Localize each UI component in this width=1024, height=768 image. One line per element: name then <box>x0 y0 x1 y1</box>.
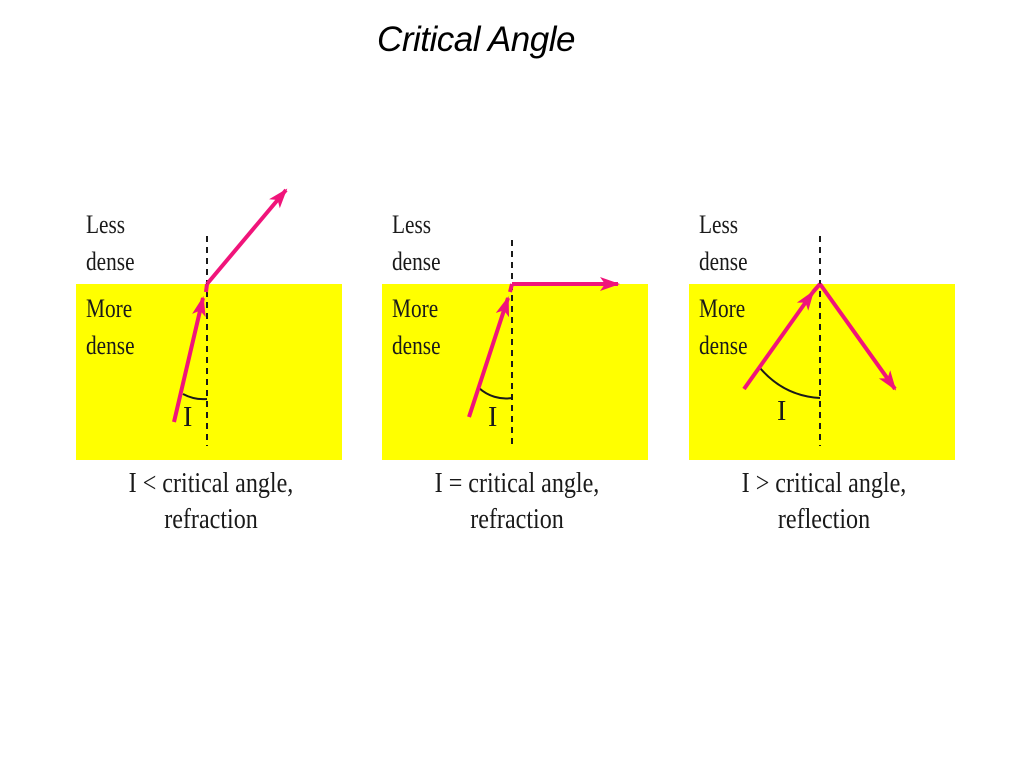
incident-ray-tip <box>508 283 514 293</box>
caption-line-1: I = critical angle, <box>434 468 600 499</box>
caption: I > critical angle, reflection <box>691 466 958 538</box>
more-dense-label: More dense <box>392 294 441 360</box>
incidence-angle-arc <box>478 387 513 400</box>
dense-medium <box>689 284 955 460</box>
caption-line-1: I > critical angle, <box>741 468 907 499</box>
caption: I = critical angle, refraction <box>384 466 651 538</box>
caption-line-2: refraction <box>470 504 564 535</box>
dense-medium <box>76 284 342 460</box>
total-internal-reflection-diagram <box>689 236 955 460</box>
angle-label: I <box>488 402 498 433</box>
incidence-angle-arc <box>759 367 821 399</box>
incident-ray <box>742 290 815 391</box>
less-dense-label: Less dense <box>392 210 441 276</box>
slide-title: Critical Angle <box>377 20 575 59</box>
incident-ray <box>467 296 510 418</box>
incidence-angle-arc <box>182 393 208 401</box>
angle-label: I <box>777 396 787 427</box>
diagram-panel-less-than-critical: Less dense More dense I I < critical ang… <box>76 188 346 540</box>
incident-ray <box>172 296 206 423</box>
less-dense-label: Less dense <box>699 210 748 276</box>
diagram-panel-greater-than-critical: Less dense More dense I I > critical ang… <box>689 200 959 540</box>
incident-ray-tip <box>204 283 209 293</box>
more-dense-label: More dense <box>699 294 748 360</box>
caption-line-1: I < critical angle, <box>128 468 294 499</box>
caption: I < critical angle, refraction <box>78 466 345 538</box>
less-dense-label: Less dense <box>86 210 135 276</box>
diagram-panel-equal-critical: Less dense More dense I I = critical ang… <box>382 200 652 540</box>
caption-line-2: reflection <box>777 504 871 535</box>
reflected-ray <box>818 282 897 391</box>
more-dense-label: More dense <box>86 294 135 360</box>
caption-line-2: refraction <box>164 504 258 535</box>
refracted-ray <box>205 188 288 286</box>
refraction-diagram <box>76 188 342 460</box>
dense-medium <box>382 284 648 460</box>
critical-angle-diagram <box>382 240 648 460</box>
angle-label: I <box>183 402 193 433</box>
